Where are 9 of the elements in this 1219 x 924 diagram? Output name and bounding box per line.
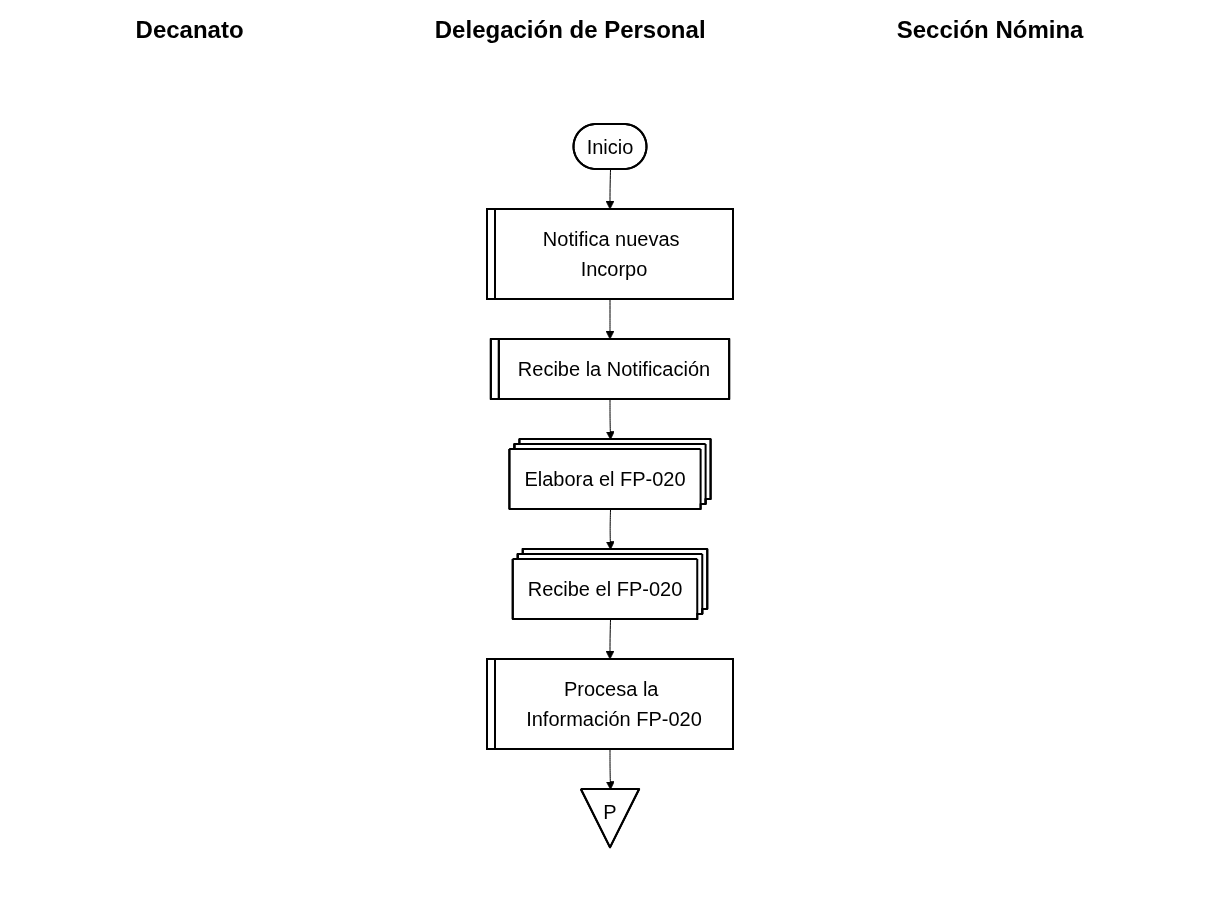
arrow [605,298,614,340]
node-text: Procesa la Información FP-020 [525,678,702,731]
arrow [605,748,615,791]
lane-heading: Delegación de Personal [434,16,706,45]
node-text: Notifica nuevas Incorpo [542,228,680,281]
arrow [605,169,614,210]
arrow [605,619,614,660]
lane-heading: Sección Nómina [896,16,1084,45]
lane-heading: Decanato [135,16,244,45]
